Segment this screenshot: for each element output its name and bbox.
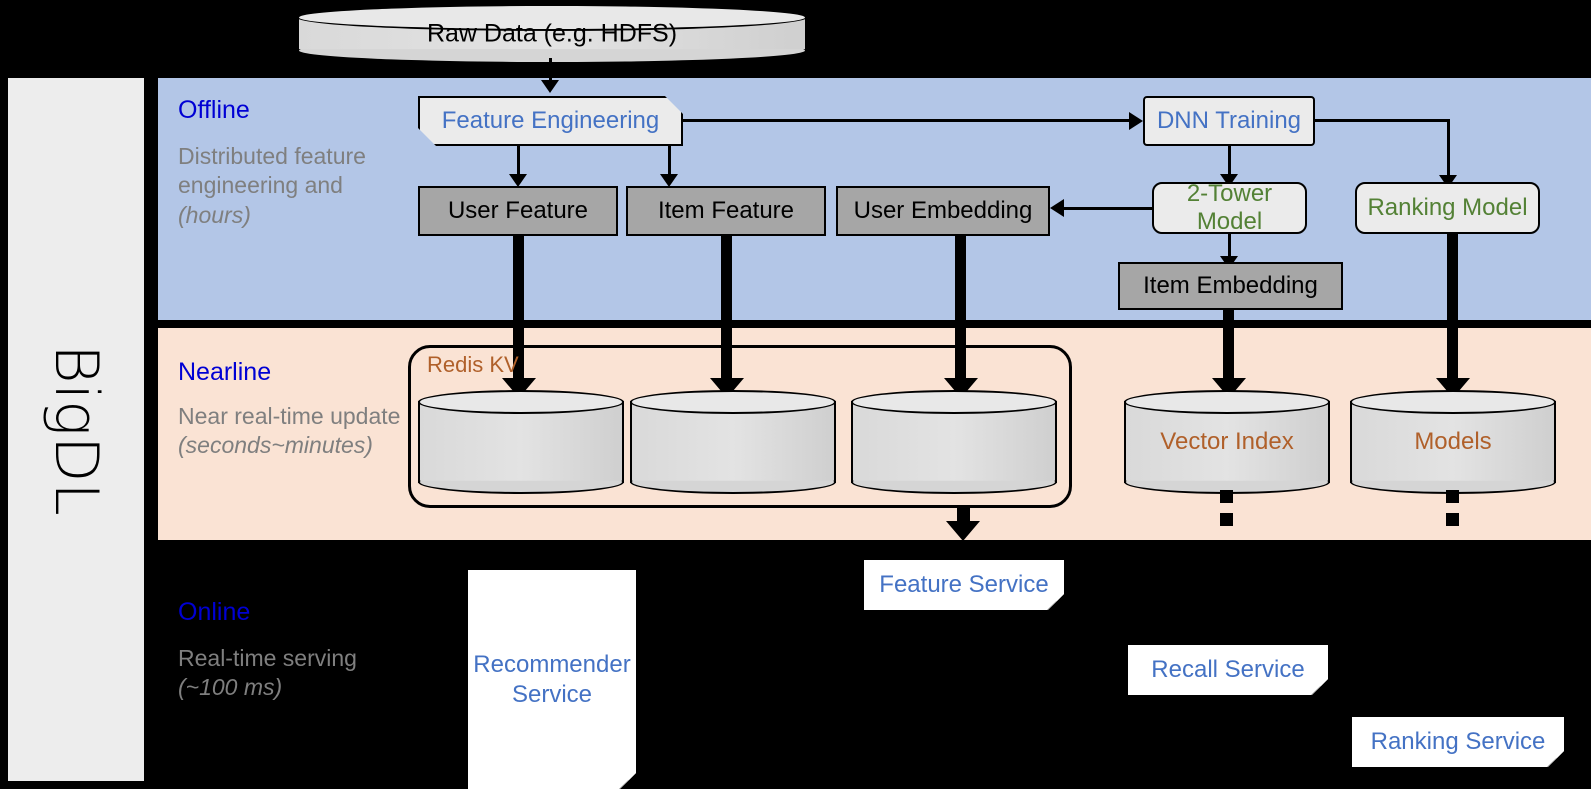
- edge-twotower-itemembedding: [1228, 234, 1231, 260]
- store-user-feature-body: [418, 401, 624, 483]
- edge-fe-dnn-arrow: [1129, 112, 1143, 130]
- card-ranking-service[interactable]: Ranking Service: [1352, 717, 1564, 767]
- connector-models-dot-a: [1446, 490, 1459, 503]
- pipe-itemfeature-store: [721, 236, 732, 382]
- card-recall-service-label: Recall Service: [1151, 656, 1305, 683]
- node-user-embedding[interactable]: User Embedding: [836, 186, 1050, 236]
- node-dnn-training-label: DNN Training: [1156, 107, 1302, 134]
- node-two-tower-model[interactable]: 2-Tower Model: [1152, 180, 1307, 235]
- store-models-body: [1350, 401, 1556, 483]
- redis-kv-container[interactable]: [408, 345, 1072, 508]
- card-recommender-service-label: Recommender Service: [473, 650, 631, 708]
- store-user-embedding-top: [851, 390, 1057, 414]
- bigdl-label: BigDL: [41, 343, 111, 516]
- store-item-feature[interactable]: [630, 390, 836, 494]
- card-recommender-service[interactable]: Recommender Service: [468, 570, 636, 789]
- node-item-feature-label: Item Feature: [657, 197, 795, 224]
- store-user-feature[interactable]: [418, 390, 624, 494]
- card-recall-service[interactable]: Recall Service: [1128, 645, 1328, 695]
- edge-fe-itemfeature-arrow: [660, 174, 678, 187]
- edge-fe-userfeature-arrow: [509, 174, 527, 187]
- node-item-feature[interactable]: Item Feature: [626, 186, 826, 236]
- node-two-tower-model-label: 2-Tower Model: [1186, 180, 1273, 235]
- layer-desc-online: Real-time serving (~100 ms): [178, 644, 408, 703]
- node-ranking-model-label: Ranking Model: [1367, 194, 1528, 221]
- node-item-embedding-label: Item Embedding: [1143, 272, 1318, 299]
- store-user-embedding-body: [851, 401, 1057, 483]
- pipe-userfeature-store: [513, 236, 524, 382]
- node-user-feature-label: User Feature: [447, 197, 589, 224]
- pipe-rankingmodel-models: [1447, 234, 1458, 382]
- edge-twotower-userembedding: [1064, 207, 1154, 210]
- store-models-label: Models: [1414, 428, 1492, 455]
- connector-models-dot-b: [1446, 513, 1459, 526]
- layer-desc-nearline-em: (seconds~minutes): [178, 432, 373, 459]
- raw-data-top: [297, 4, 807, 31]
- node-item-embedding[interactable]: Item Embedding: [1118, 262, 1343, 310]
- raw-data-store[interactable]: Raw Data (e.g. HDFS): [297, 4, 807, 64]
- edge-fe-userfeature: [517, 146, 520, 178]
- edge-twotower-userembedding-arrow: [1050, 199, 1064, 217]
- connector-redis-featureservice-dot: [957, 508, 970, 521]
- layer-desc-nearline: Near real-time update (seconds~minutes): [178, 402, 408, 461]
- node-ranking-model[interactable]: Ranking Model: [1355, 182, 1540, 234]
- store-vector-index-label: Vector Index: [1160, 428, 1294, 455]
- layer-title-online: Online: [178, 598, 251, 626]
- card-feature-service-label: Feature Service: [879, 571, 1049, 598]
- store-models-top: [1350, 390, 1556, 414]
- layer-desc-offline-em: (hours): [178, 201, 251, 228]
- store-models[interactable]: Models: [1350, 390, 1556, 494]
- connector-vectorindex-dot-a: [1220, 490, 1233, 503]
- redis-kv-label: Redis KV: [427, 352, 519, 377]
- edge-dnn-ranking-v: [1447, 119, 1450, 179]
- store-user-embedding[interactable]: [851, 390, 1057, 494]
- layer-desc-online-em: (~100 ms): [178, 674, 283, 701]
- node-feature-engineering-label: Feature Engineering: [441, 107, 660, 134]
- edge-fe-dnn: [683, 119, 1133, 122]
- layer-desc-online-text: Real-time serving: [178, 645, 357, 671]
- node-user-feature[interactable]: User Feature: [418, 186, 618, 236]
- layer-title-offline: Offline: [178, 96, 250, 124]
- connector-redis-featureservice-arrow: [946, 521, 980, 541]
- store-user-feature-top: [418, 390, 624, 414]
- card-ranking-service-label: Ranking Service: [1370, 728, 1546, 755]
- store-vector-index-top: [1124, 390, 1330, 414]
- card-feature-service[interactable]: Feature Service: [864, 560, 1064, 610]
- layer-desc-nearline-text: Near real-time update: [178, 403, 401, 429]
- layer-desc-offline-text: Distributed feature engineering and: [178, 143, 366, 199]
- connector-vectorindex-dot-b: [1220, 513, 1233, 526]
- node-feature-engineering[interactable]: Feature Engineering: [418, 96, 683, 146]
- store-item-feature-body: [630, 401, 836, 483]
- edge-rawdata-fe-arrow: [541, 80, 559, 93]
- node-dnn-training[interactable]: DNN Training: [1143, 96, 1315, 146]
- bigdl-framework-rail: BigDL: [8, 78, 144, 781]
- edge-rawdata-fe: [549, 58, 552, 84]
- store-vector-index-body: [1124, 401, 1330, 483]
- edge-dnn-ranking-h: [1315, 119, 1450, 122]
- pipe-userembedding-store: [955, 236, 966, 382]
- store-vector-index[interactable]: Vector Index: [1124, 390, 1330, 494]
- store-item-feature-top: [630, 390, 836, 414]
- layer-title-nearline: Nearline: [178, 358, 272, 386]
- node-user-embedding-label: User Embedding: [853, 197, 1033, 224]
- layer-desc-offline: Distributed feature engineering and (hou…: [178, 142, 408, 230]
- edge-fe-itemfeature: [668, 146, 671, 178]
- edge-dnn-twotower: [1228, 146, 1231, 178]
- pipe-itemembedding-vectorindex: [1223, 310, 1234, 382]
- raw-data-label: Raw Data (e.g. HDFS): [426, 19, 678, 48]
